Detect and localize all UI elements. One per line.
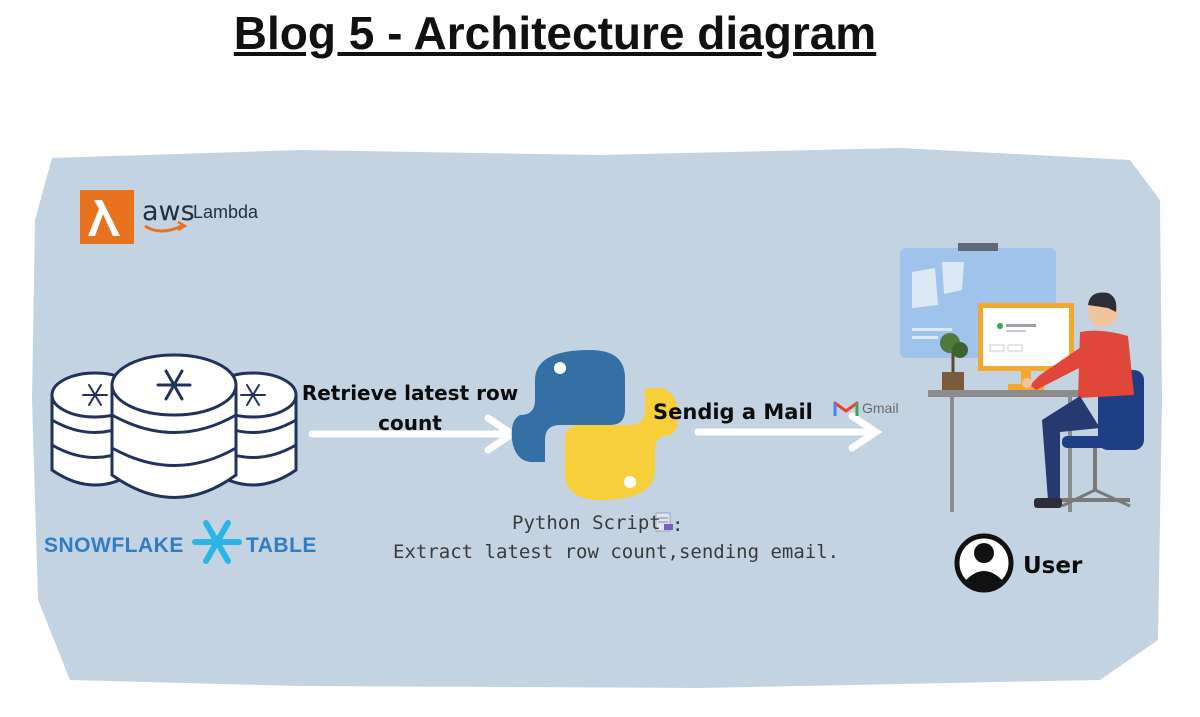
page-title: Blog 5 - Architecture diagram [233,7,877,59]
svg-text::: : [672,514,683,536]
python-script-title: Python Script [512,512,661,534]
aws-smile-icon [144,224,183,233]
python-script-description: Extract latest row count,sending email. [393,541,840,563]
user-label: User [1023,553,1083,579]
snowflake-logo-icon [192,520,242,564]
sending-mail-label: Sendig a Mail [653,400,813,424]
snowflake-icon [156,369,192,401]
user-avatar-icon [954,533,1014,593]
gmail-icon [833,401,859,416]
gmail-label: Gmail [862,400,899,416]
snowflake-label: SNOWFLAKE [44,534,184,557]
lambda-service-text: Lambda [193,202,259,222]
python-icon [511,350,679,500]
snowflake-database-icon [50,353,298,499]
table-label: TABLE [246,534,317,557]
document-icon [655,512,673,532]
user-workspace-illustration [900,243,1144,512]
aws-brand-text: aws [142,196,195,227]
retrieve-label: Retrieve latest row count [301,381,519,435]
arrow-mail [694,412,883,452]
lambda-icon [80,190,134,244]
